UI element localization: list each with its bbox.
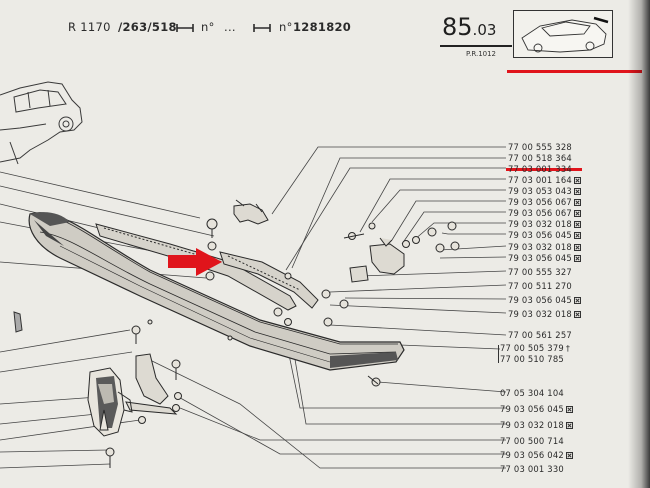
highlight-underline-part	[506, 168, 582, 171]
from-dots: ...	[224, 20, 236, 34]
part-number-row: 77 00 555 328	[508, 142, 572, 152]
part-number-text: 79 03 056 045	[508, 295, 572, 305]
part-number-row: 79 03 032 018	[508, 309, 581, 319]
red-arrow-icon	[168, 248, 222, 276]
leader-lines	[0, 146, 507, 469]
part-number-row: 77 03 001 330	[500, 464, 564, 474]
part-number-row: 77 03 001 334	[508, 164, 572, 174]
overrider-lamp	[87, 367, 133, 437]
bumper-blade	[28, 212, 405, 371]
part-number-text: 77 03 001 334	[508, 164, 572, 174]
to-prefix: n°	[279, 20, 293, 34]
part-number-row: 79 03 056 045	[508, 295, 581, 305]
dagger-mark: †	[565, 344, 571, 353]
part-number-row: 77 03 001 164	[508, 175, 581, 185]
part-number-row: 79 03 032 018	[508, 219, 581, 229]
part-number-row: 79 03 053 043	[508, 186, 581, 196]
part-number-text: 77 03 001 164	[508, 175, 572, 185]
part-number-text: 77 03 001 330	[500, 464, 564, 474]
part-number-text: 79 03 056 067	[508, 197, 572, 207]
part-number-row: 77 00 561 257	[508, 330, 572, 340]
axle-front-icon	[176, 24, 194, 32]
part-number-row: 79 03 056 042	[500, 450, 573, 460]
part-number-row: 79 03 056 067	[508, 197, 581, 207]
page-number-rule	[440, 45, 512, 47]
part-number-row: 79 03 056 045	[508, 253, 581, 263]
part-number-row: 77 00 511 270	[508, 281, 572, 291]
part-number-text: 79 03 032 018	[508, 309, 572, 319]
part-number-text: 79 03 056 042	[500, 450, 564, 460]
part-number-text: 79 03 032 018	[508, 242, 572, 252]
bolts-nuts	[105, 218, 460, 468]
part-number-row: 79 03 032 018	[500, 420, 573, 430]
part-number-text: 77 00 518 364	[508, 153, 572, 163]
to-number: 1281820	[293, 20, 352, 34]
crossed-box-icon	[573, 255, 581, 262]
part-number-row: 77 00 555 327	[508, 267, 572, 277]
part-number-text: 77 00 500 714	[500, 436, 564, 446]
crossed-box-icon	[573, 244, 581, 251]
page-number: 85.03	[442, 13, 497, 41]
part-number-text: 77 00 561 257	[508, 330, 572, 340]
part-number-text: 77 00 555 327	[508, 267, 572, 277]
crossed-box-icon	[573, 297, 581, 304]
pr-code: P.R.1012	[466, 50, 497, 58]
crossed-box-icon	[573, 177, 581, 184]
part-number-text: 79 03 053 043	[508, 186, 572, 196]
part-number-text: 79 03 056 045	[508, 230, 572, 240]
crossed-box-icon	[573, 232, 581, 239]
crossed-box-icon	[573, 221, 581, 228]
group-bracket	[498, 345, 499, 363]
part-number-text: 79 03 032 018	[508, 219, 572, 229]
car-thumbnail-icon	[521, 16, 609, 53]
part-number-text: 79 03 056 045	[500, 404, 564, 414]
part-number-row: 79 03 056 067	[508, 208, 581, 218]
part-number-row: 79 03 056 045	[500, 404, 573, 414]
crossed-box-icon	[565, 422, 573, 429]
crossed-box-icon	[565, 452, 573, 459]
crossed-box-icon	[573, 210, 581, 217]
part-number-row: 79 03 032 018	[508, 242, 581, 252]
part-number-text: 77 00 511 270	[508, 281, 572, 291]
part-number-row: 77 00 518 364	[508, 153, 572, 163]
axle-rear-icon	[253, 24, 271, 32]
part-number-row: 07 05 304 104	[500, 388, 564, 398]
part-number-text: 07 05 304 104	[500, 388, 564, 398]
part-number-row: 77 00 510 785	[500, 354, 564, 364]
brackets	[125, 199, 405, 415]
crossed-box-icon	[573, 311, 581, 318]
car-side-view-illustration	[0, 81, 83, 165]
part-number-text: 79 03 032 018	[500, 420, 564, 430]
part-number-row: 77 00 505 379†	[500, 343, 570, 353]
part-number-text: 79 03 056 067	[508, 208, 572, 218]
crossed-box-icon	[565, 406, 573, 413]
part-number-text: 79 03 056 045	[508, 253, 572, 263]
crossed-box-icon	[573, 199, 581, 206]
ref-range: /263/518	[118, 20, 177, 34]
crossed-box-icon	[573, 188, 581, 195]
part-number-text: 77 00 510 785	[500, 354, 564, 364]
from-prefix: n°	[201, 20, 215, 34]
photo-edge-shadow	[628, 0, 650, 488]
part-number-row: 79 03 056 045	[508, 230, 581, 240]
part-number-text: 77 00 555 328	[508, 142, 572, 152]
highlight-underline-header	[507, 70, 642, 73]
part-number-row: 77 00 500 714	[500, 436, 564, 446]
model-code: R 1170	[68, 20, 111, 34]
part-number-text: 77 00 505 379	[500, 343, 564, 353]
